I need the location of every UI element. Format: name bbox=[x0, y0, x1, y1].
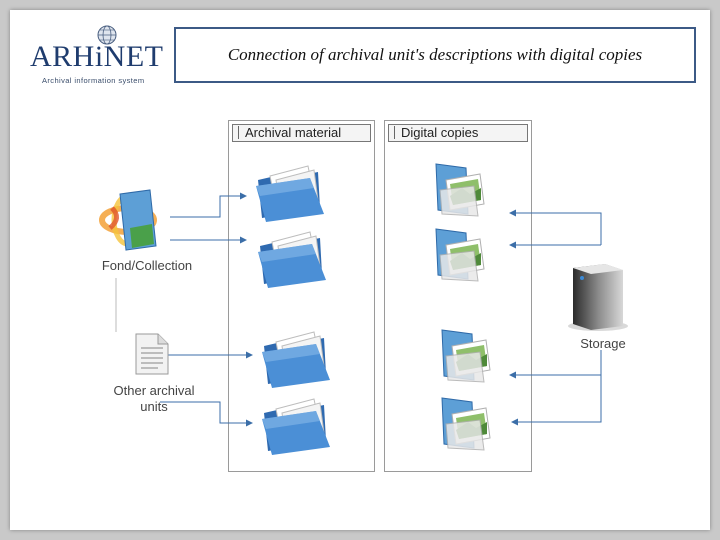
folder-icon bbox=[262, 331, 330, 388]
slide-title: Connection of archival unit's descriptio… bbox=[227, 45, 643, 64]
logo-tagline: Archival information system bbox=[42, 76, 145, 85]
image-folder-icon bbox=[435, 163, 485, 217]
title-box: Connection of archival unit's descriptio… bbox=[174, 27, 696, 83]
other-units-line1: Other archival bbox=[113, 383, 195, 398]
fond-collection-icon bbox=[99, 189, 157, 251]
logo-wordmark: ARHiNET bbox=[30, 40, 164, 73]
image-folder-icon bbox=[441, 329, 491, 383]
other-archival-units-label: Other archival units bbox=[104, 383, 204, 415]
folder-icon bbox=[256, 165, 324, 222]
folder-icon bbox=[258, 231, 326, 288]
slide: ARHiNET Archival information system Conn… bbox=[10, 10, 710, 530]
other-units-line2: units bbox=[140, 399, 168, 414]
arhinet-logo: ARHiNET Archival information system bbox=[26, 24, 176, 86]
archival-material-header: Archival material bbox=[232, 124, 371, 142]
document-icon bbox=[135, 333, 169, 375]
folder-icon bbox=[262, 398, 330, 455]
fond-collection-label: Fond/Collection bbox=[101, 258, 193, 273]
connector-arrows bbox=[115, 192, 602, 427]
storage-server-icon bbox=[568, 264, 628, 331]
digital-copies-header: Digital copies bbox=[388, 124, 528, 142]
image-folder-icon bbox=[441, 397, 491, 451]
globe-icon bbox=[97, 25, 117, 45]
storage-label: Storage bbox=[580, 336, 626, 351]
image-folder-icon bbox=[435, 228, 485, 282]
